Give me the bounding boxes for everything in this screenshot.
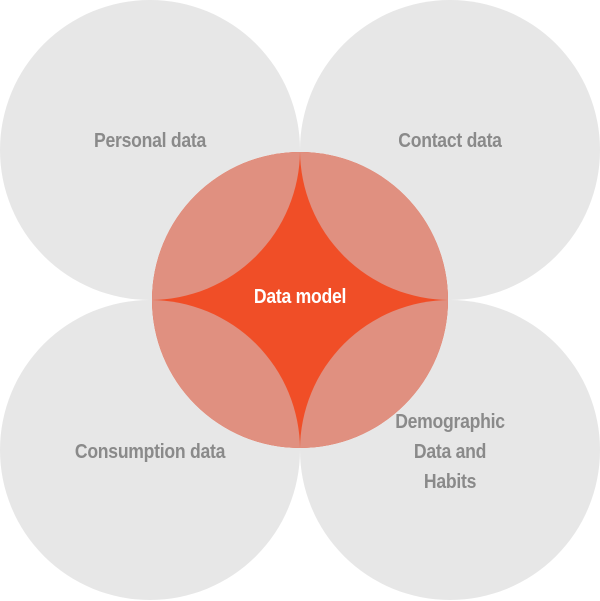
label-demographic-data: Demographic Data and Habits	[362, 407, 538, 497]
label-consumption-data: Consumption data	[74, 441, 226, 463]
label-line: Data and	[413, 441, 487, 463]
label-line: Demographic	[395, 411, 505, 433]
label-contact-data: Contact data	[398, 130, 502, 152]
label-personal-data: Personal data	[93, 130, 206, 152]
label-line: Habits	[423, 471, 477, 493]
label-data-model: Data model	[253, 286, 347, 308]
